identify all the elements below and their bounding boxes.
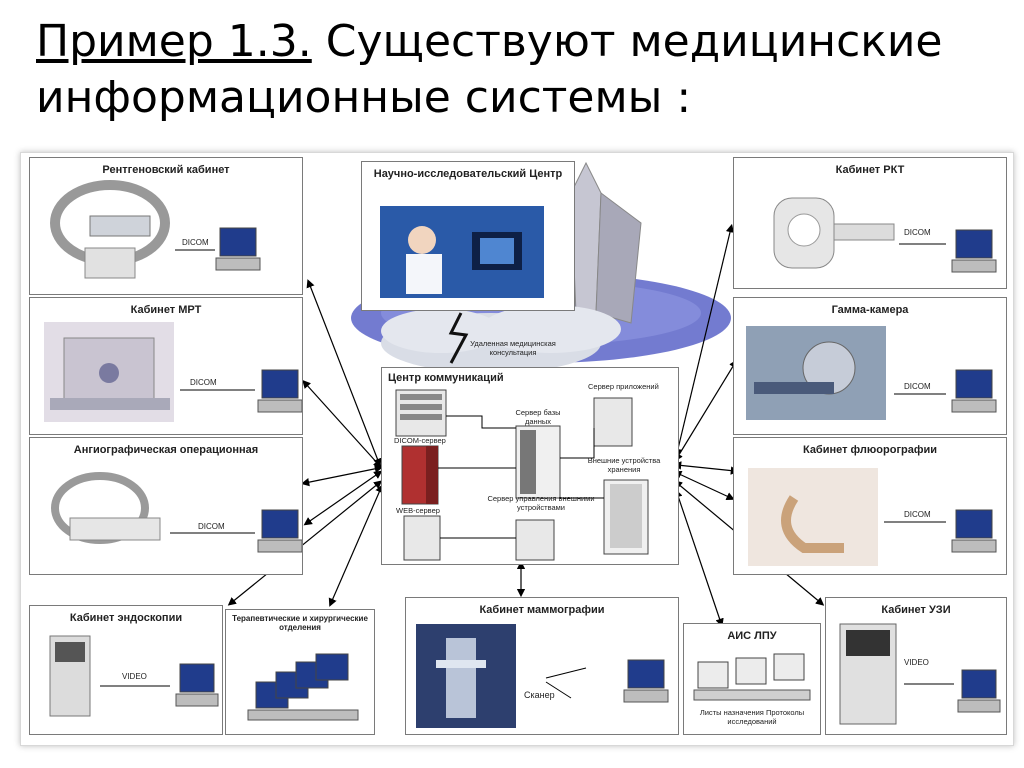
mgmt-server-label: Сервер управления внешними устройствами bbox=[487, 494, 595, 512]
mri-room-label: Кабинет МРТ bbox=[130, 304, 202, 316]
endoscopy-room-label: Кабинет эндоскопии bbox=[69, 612, 183, 624]
angiography-equipment-icon bbox=[51, 472, 302, 553]
xray-room: Рентгеновский кабинет DICOM bbox=[29, 157, 303, 295]
angio-dicom-link: DICOM bbox=[198, 522, 225, 531]
endoscopy-room: Кабинет эндоскопии VIDEO bbox=[29, 605, 223, 735]
example-number: Пример 1.3. bbox=[36, 16, 312, 67]
dicom-server-label: DICOM-сервер bbox=[394, 436, 446, 445]
ais-lpu-note: Листы назначения Протоколы исследований bbox=[699, 708, 805, 726]
slide-title-text: Существуют медицинские информационные си… bbox=[36, 16, 943, 123]
fluorography-room-label: Кабинет флюорографии bbox=[802, 444, 938, 456]
fluorography-room: Кабинет флюорографии DICOM bbox=[733, 437, 1007, 575]
ultrasound-video-link: VIDEO bbox=[904, 658, 929, 667]
ct-room-label: Кабинет РКТ bbox=[835, 164, 905, 176]
therapy-departments: Терапевтические и хирургические отделени… bbox=[225, 609, 375, 735]
endoscopy-stand-icon bbox=[49, 635, 219, 717]
mammography-scanner-link: Сканер bbox=[524, 690, 555, 700]
slide-title: Пример 1.3. Существуют медицинские инфор… bbox=[36, 14, 996, 126]
xray-dicom-link: DICOM bbox=[182, 238, 209, 247]
mis-diagram: Рентгеновский кабинет DICOM Кабинет МРТ … bbox=[20, 152, 1014, 746]
ct-dicom-link: DICOM bbox=[904, 228, 931, 237]
angio-room-label: Ангиографическая операционная bbox=[73, 444, 259, 456]
xray-room-label: Рентгеновский кабинет bbox=[102, 164, 230, 176]
storage-label: Внешние устройства хранения bbox=[587, 456, 661, 474]
therapy-departments-label: Терапевтические и хирургические отделени… bbox=[232, 614, 368, 632]
gamma-dicom-link: DICOM bbox=[904, 382, 931, 391]
ais-lpu-label: АИС ЛПУ bbox=[727, 630, 777, 642]
research-center-label: Научно-исследовательский Центр bbox=[373, 168, 563, 180]
mri-scanner-icon bbox=[44, 322, 302, 422]
ct-room: Кабинет РКТ DICOM bbox=[733, 157, 1007, 289]
ultrasound-room-label: Кабинет УЗИ bbox=[881, 604, 951, 616]
remote-consult-label: Удаленная медицинская консультация bbox=[470, 339, 556, 357]
mammography-equipment-icon bbox=[416, 624, 669, 728]
ais-lpu: АИС ЛПУ Листы назначения Протоколы иссле… bbox=[683, 623, 821, 735]
gamma-camera-icon bbox=[746, 326, 997, 420]
web-server-label: WEB-сервер bbox=[396, 506, 440, 515]
workstation-stack-icon bbox=[247, 653, 359, 721]
research-doctor-image bbox=[380, 206, 544, 298]
endoscopy-video-link: VIDEO bbox=[122, 672, 147, 681]
research-center: Научно-исследовательский Центр bbox=[361, 161, 575, 311]
ct-scanner-icon bbox=[773, 197, 997, 273]
ultrasound-equipment-icon bbox=[839, 623, 1001, 725]
server-rack-icons bbox=[395, 389, 649, 561]
app-server-label: Сервер приложений bbox=[588, 382, 659, 391]
mri-room: Кабинет МРТ DICOM bbox=[29, 297, 303, 435]
xray-equipment-icon bbox=[50, 180, 261, 279]
gamma-camera-label: Гамма-камера bbox=[831, 304, 909, 316]
mri-dicom-link: DICOM bbox=[190, 378, 217, 387]
gamma-camera-room: Гамма-камера DICOM bbox=[733, 297, 1007, 435]
communications-center: Центр коммуникаций Сервер приложений Сер… bbox=[381, 367, 679, 565]
ais-workstations-icon bbox=[693, 653, 811, 701]
fluorography-equipment-icon bbox=[748, 468, 997, 566]
lightning-link bbox=[448, 312, 469, 364]
mammography-room-label: Кабинет маммографии bbox=[479, 604, 605, 616]
fluorography-dicom-link: DICOM bbox=[904, 510, 931, 519]
db-server-label: Сервер базы данных bbox=[515, 408, 561, 426]
angio-room: Ангиографическая операционная DICOM bbox=[29, 437, 303, 575]
connector-lines bbox=[227, 223, 825, 627]
ultrasound-room: Кабинет УЗИ VIDEO bbox=[825, 597, 1007, 735]
mammography-room: Кабинет маммографии Сканер bbox=[405, 597, 679, 735]
communications-center-label: Центр коммуникаций bbox=[388, 372, 504, 384]
